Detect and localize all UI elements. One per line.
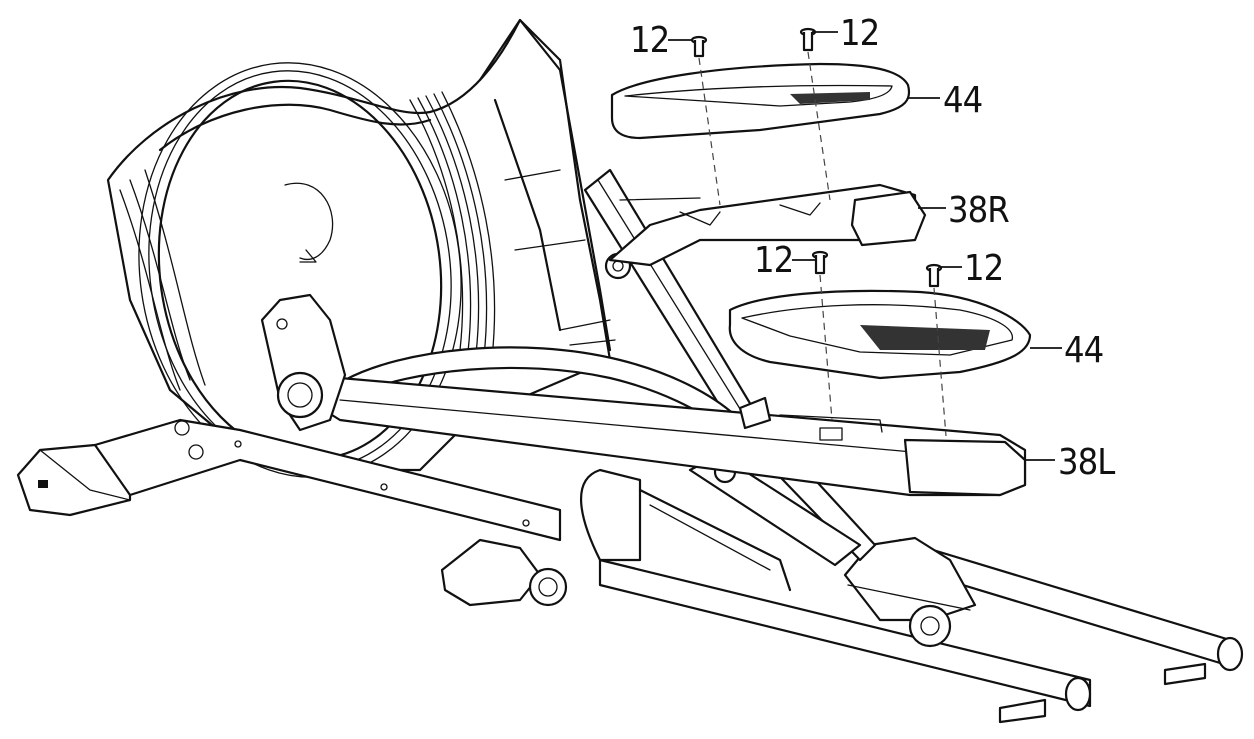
bolt-part-2 [799,27,817,52]
callout-pedal-top: 44 [943,80,982,121]
pedal-arm-left-part [260,293,1027,497]
callout-bolt-right-top: 12 [840,13,879,54]
pedal-arm-right-part [608,183,927,267]
alignment-lines [698,51,947,437]
callout-bolt-left-mid: 12 [754,240,793,281]
bolt-part-1 [690,35,708,58]
callout-pedal-arm-right: 38R [948,190,1009,231]
bolt-part-3 [811,250,829,275]
foot-pedal-bottom-part [728,289,1032,380]
roller-wheel-housing [843,536,977,648]
bolts [690,27,943,288]
callout-pedal-arm-left: 38L [1058,442,1115,483]
callout-pedal-bottom: 44 [1064,330,1103,371]
callout-bolt-left-top: 12 [630,20,669,61]
callout-labels: 12 12 44 38R 12 12 44 38L [630,13,1116,483]
base-frame [16,418,1244,724]
bolt-part-4 [925,263,943,288]
leader-lines [668,31,1062,461]
foot-pedal-top-part [610,62,911,140]
callout-bolt-right-mid: 12 [964,248,1003,289]
